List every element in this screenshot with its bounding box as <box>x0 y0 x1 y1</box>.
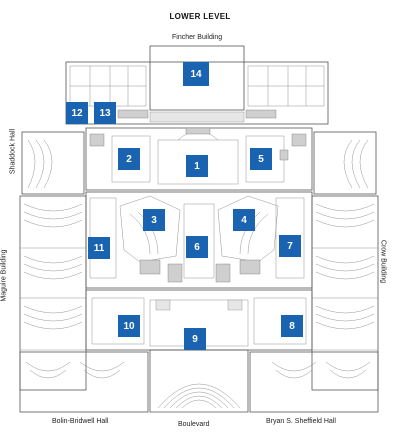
room-5-marker[interactable]: 5 <box>250 148 272 170</box>
room-7-marker[interactable]: 7 <box>279 235 301 257</box>
room-2-marker[interactable]: 2 <box>118 148 140 170</box>
boulevard-label: Boulevard <box>178 421 210 428</box>
south-halls-outline <box>19 349 379 413</box>
west-wing-outline <box>19 131 87 391</box>
room-13-marker[interactable]: 13 <box>94 102 116 124</box>
bryan-sheffield-hall-label: Bryan S. Sheffield Hall <box>266 418 336 425</box>
map-title: LOWER LEVEL <box>169 12 231 21</box>
crow-building-label: Crow Building <box>379 239 387 284</box>
room-6-marker[interactable]: 6 <box>186 236 208 258</box>
room-4-marker[interactable]: 4 <box>233 209 255 231</box>
room-9-marker[interactable]: 9 <box>184 328 206 350</box>
maguire-building-label: Maguire Building <box>0 249 8 302</box>
fincher-building-label: Fincher Building <box>172 34 223 41</box>
room-12-marker[interactable]: 12 <box>66 102 88 124</box>
shaddock-hall-label: Shaddock Hall <box>9 128 17 175</box>
bolin-bridwell-hall-label: Bolin-Bridwell Hall <box>52 418 109 425</box>
room-10-marker[interactable]: 10 <box>118 315 140 337</box>
middle-block-outline <box>85 191 313 289</box>
central-hall-outline <box>85 127 313 191</box>
room-8-marker[interactable]: 8 <box>281 315 303 337</box>
room-14-marker[interactable]: 14 <box>183 62 209 86</box>
room-11-marker[interactable]: 11 <box>88 237 110 259</box>
room-3-marker[interactable]: 3 <box>143 209 165 231</box>
room-1-marker[interactable]: 1 <box>186 155 208 177</box>
east-wing-outline <box>311 131 379 391</box>
